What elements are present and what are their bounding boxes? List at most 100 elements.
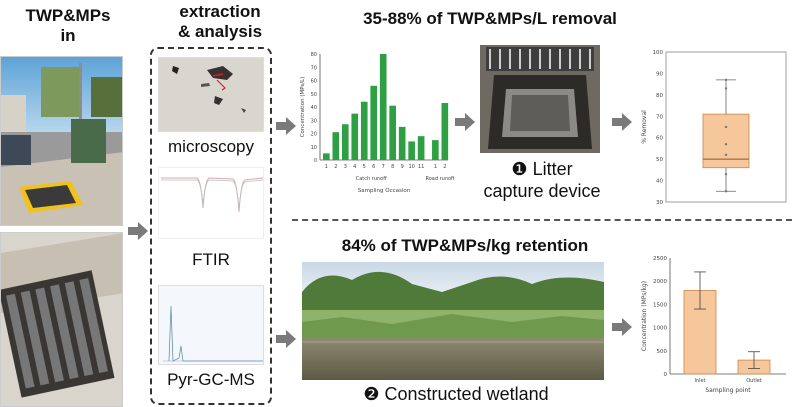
pyr-label: Pyr-GC-MS <box>167 370 255 389</box>
ftir-spectrum <box>158 167 264 239</box>
x-tick-label: 4 <box>353 164 356 170</box>
wetland-label-text: Constructed wetland <box>384 384 549 404</box>
x-tick-label: 1 <box>434 164 437 170</box>
wetland-scene <box>302 262 604 380</box>
device-scene <box>480 45 600 153</box>
y-tick-label: 30 <box>656 200 663 206</box>
arrow-right-icon <box>455 113 475 131</box>
y-tick-label: 70 <box>656 114 663 120</box>
analysis-box <box>150 47 272 405</box>
x-tick-label: 5 <box>363 164 366 170</box>
removal-heading: 35-88% of TWP&MPs/L removal <box>363 9 617 28</box>
x-tick-label: Inlet <box>694 378 705 384</box>
bar <box>341 124 349 160</box>
arrow-right-icon <box>128 222 148 240</box>
microscopy-image <box>158 57 264 132</box>
ftir-label: FTIR <box>192 250 230 269</box>
x-tick-label: 11 <box>418 164 424 170</box>
device-label-line1: Litter <box>532 159 573 179</box>
box <box>702 113 750 169</box>
y-tick-label: 50 <box>311 92 317 98</box>
y-tick-label: 2500 <box>653 256 667 262</box>
y-axis-title: Concentration (MPs/L) <box>300 77 306 138</box>
x-tick-label: 6 <box>372 164 375 170</box>
drain-grate <box>1 233 122 406</box>
wetland-photo <box>302 262 604 380</box>
particles <box>172 66 246 113</box>
y-tick-label: 30 <box>311 118 317 124</box>
x-tick-label: 7 <box>382 164 385 170</box>
data-point <box>724 153 728 157</box>
y-tick-label: 50 <box>656 157 663 163</box>
bar <box>351 113 359 160</box>
data-point <box>724 87 728 90</box>
y-tick-label: 60 <box>656 136 663 142</box>
arrow-right-icon <box>276 117 296 135</box>
data-point <box>724 172 728 176</box>
x-tick-label: 1 <box>325 164 328 170</box>
y-tick-label: 40 <box>311 105 317 111</box>
x-tick-label: 2 <box>334 164 337 170</box>
y-tick-label: 60 <box>311 79 317 85</box>
wetland-number-icon: ❷ <box>363 384 380 404</box>
x-axis-title: Sampling Occasion <box>358 188 411 194</box>
pyr-chromatogram <box>158 285 264 365</box>
y-tick-label: 80 <box>656 93 663 99</box>
group-label: Road runoff <box>425 176 454 182</box>
removal-box-plot: 30 40 50 60 70 80 90 100 % Removal <box>641 50 787 206</box>
x-tick-label: Outlet <box>746 378 762 384</box>
arrow-right-icon <box>612 113 632 131</box>
x-tick-label: 8 <box>391 164 394 170</box>
y-axis-title: Concentration (MPs/kg) <box>641 281 648 351</box>
middle-title-line1: extraction <box>179 2 261 21</box>
y-tick-label: 100 <box>653 50 664 56</box>
y-tick-label: 1500 <box>653 302 667 308</box>
arrow-right-icon <box>276 330 296 348</box>
x-tick-label: 3 <box>344 164 347 170</box>
y-axis-title: % Removal <box>641 110 648 144</box>
retention-heading: 84% of TWP&MPs/kg retention <box>341 236 589 255</box>
drain-photo <box>0 232 123 407</box>
x-tick-label: 2 <box>443 164 446 170</box>
y-tick-label: 10 <box>311 145 317 151</box>
bar <box>323 153 330 160</box>
device-label-line2: capture device <box>483 181 601 201</box>
wetland-label: ❷ Constructed wetland <box>326 384 586 405</box>
device-label: ❶ Litter capture device <box>472 158 612 202</box>
bar <box>379 54 387 160</box>
middle-title: extraction & analysis <box>150 2 290 42</box>
group-label: Catch runoff <box>356 176 387 182</box>
bar <box>389 105 397 160</box>
y-tick-label: 0 <box>314 158 317 164</box>
data-point <box>724 78 728 82</box>
left-title: TWP&MPs in <box>6 6 130 46</box>
arrow-right-icon <box>612 318 632 336</box>
bar <box>370 85 378 160</box>
street-scene <box>1 57 122 225</box>
data-point <box>724 125 728 129</box>
bar <box>332 132 340 160</box>
litter-device-photo <box>480 45 600 153</box>
data-point <box>724 142 728 146</box>
microscopy-label: microscopy <box>168 137 254 156</box>
bar <box>398 126 406 160</box>
middle-title-line2: & analysis <box>177 22 263 41</box>
street-photo <box>0 56 123 226</box>
y-tick-label: 90 <box>656 71 663 77</box>
bar <box>432 140 439 160</box>
y-tick-label: 70 <box>311 65 317 71</box>
y-tick-label: 40 <box>656 179 663 185</box>
bar <box>360 101 368 160</box>
left-title-line1: TWP&MPs <box>25 6 111 25</box>
x-tick-label: 9 <box>401 164 404 170</box>
bar <box>441 103 449 160</box>
y-tick-label: 1000 <box>653 326 667 332</box>
y-tick-label: 80 <box>311 52 317 58</box>
bar <box>417 136 425 160</box>
ftir-plot <box>161 177 264 213</box>
device-number-icon: ❶ <box>511 159 528 179</box>
left-title-line2: in <box>60 26 76 45</box>
y-tick-label: 20 <box>311 132 317 138</box>
pyr-plot <box>163 305 263 362</box>
